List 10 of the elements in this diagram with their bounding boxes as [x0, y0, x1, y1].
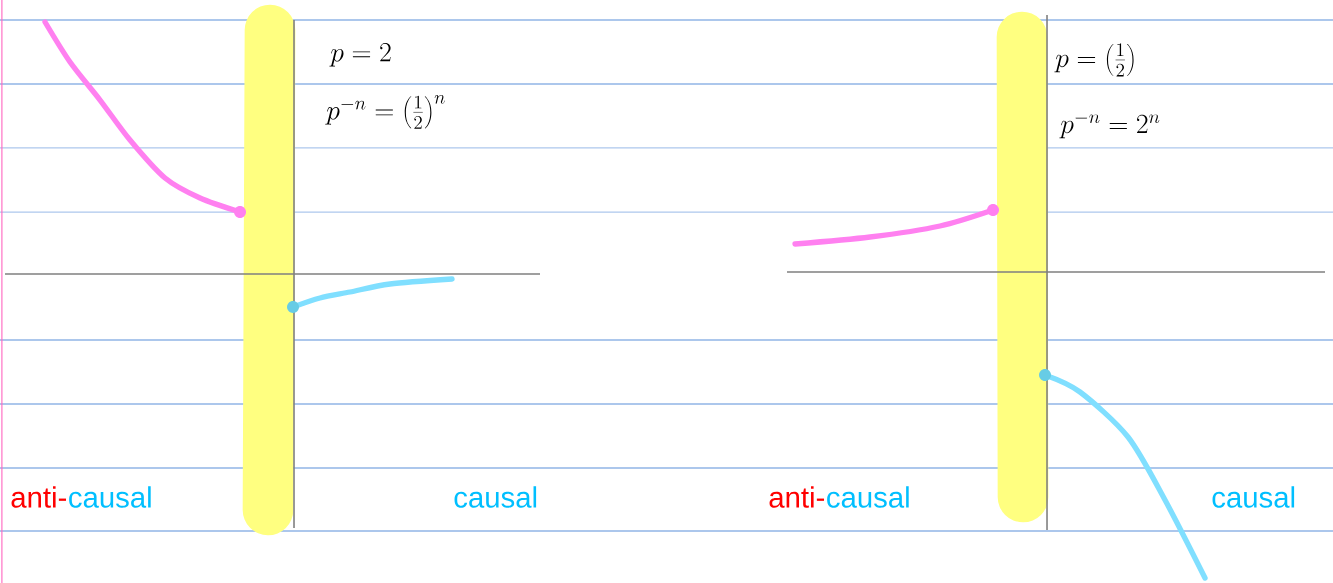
axis-label: causal [69, 486, 151, 508]
axis-label: anti- [769, 486, 825, 508]
formula: $p = \left(\frac{1}{2}\right)$ [1054, 43, 1134, 77]
axis-label: anti- [11, 486, 67, 508]
axis-label: causal [454, 486, 537, 508]
axis-label: causal [827, 486, 909, 508]
axis-label: causal [1212, 486, 1295, 508]
formula: $p^{-n} = 2^{n}$ [1059, 114, 1160, 139]
formula: $p = 2$ [329, 42, 391, 67]
formula: $p^{-n} = \left(\frac{1}{2}\right)^{n}$ [325, 95, 445, 129]
